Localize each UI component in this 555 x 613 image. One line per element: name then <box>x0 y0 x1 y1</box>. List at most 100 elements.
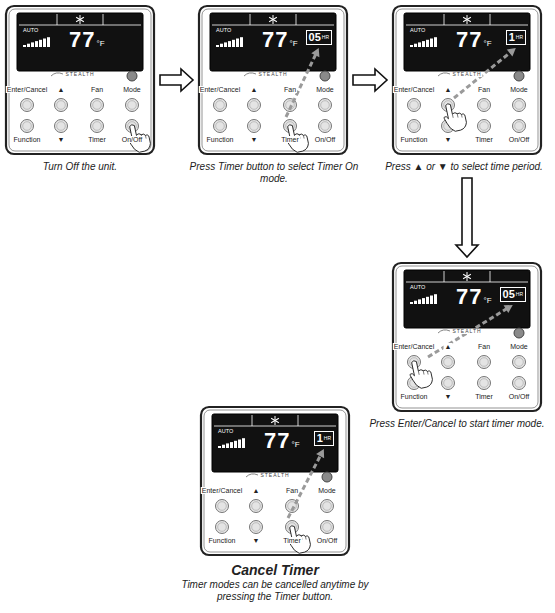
button-rim <box>323 502 332 511</box>
unit-text: °F <box>483 297 491 305</box>
button-rim <box>252 523 261 532</box>
function-button-label: Function <box>400 136 429 143</box>
display-screen <box>212 414 338 472</box>
display-divider <box>19 25 141 26</box>
button-rim <box>480 122 489 131</box>
down-button-label: ▼ <box>57 136 66 143</box>
pointing-hand <box>407 358 433 390</box>
fan-button-label: Fan <box>477 86 491 93</box>
panel-frame <box>393 263 541 411</box>
button-rim <box>321 101 330 110</box>
flow-arrow <box>353 69 387 91</box>
button-rim <box>250 101 259 110</box>
button-rim <box>218 523 227 532</box>
button-rim <box>23 122 32 131</box>
fan-speed-bar <box>418 42 421 47</box>
button <box>216 500 229 513</box>
display-divider <box>490 271 491 282</box>
power-button-label: On/Off <box>121 136 144 143</box>
button <box>55 120 68 133</box>
function-button-label: Function <box>400 393 429 400</box>
pointer-arrow-head <box>504 305 513 313</box>
panel-frame <box>201 407 349 555</box>
mode-button-label: Mode <box>315 86 335 93</box>
pointer-arrow-head <box>316 449 324 458</box>
fan-speed-bar <box>410 45 413 47</box>
lcd-display: 05HRAUTO77°F <box>404 270 530 328</box>
button <box>513 99 526 112</box>
button <box>408 120 421 133</box>
mode-button-label: Mode <box>509 343 529 350</box>
display-divider <box>296 14 297 25</box>
unit-text: °F <box>289 40 297 48</box>
button <box>216 521 229 534</box>
up-button-label: ▲ <box>250 86 259 93</box>
timer-box: 1HR <box>506 30 526 45</box>
button-rim <box>515 101 524 110</box>
fan-speed-bar <box>426 297 429 304</box>
remote-panel: 05HRAUTO77°FPress Timer button to select… <box>198 5 348 155</box>
temperature-value: 77 <box>69 29 95 51</box>
caption-block: Cancel TimerTimer modes can be cancelled… <box>175 562 375 603</box>
fan-speed-bar <box>414 44 417 47</box>
pointer-arrow-head <box>311 48 319 57</box>
fan-speed-bar <box>228 41 231 47</box>
unit-text: °F <box>96 40 104 48</box>
caption-heading: Cancel Timer <box>175 562 375 579</box>
fan-speed-bar <box>35 41 38 47</box>
enter-button-label: Enter/Cancel <box>393 86 435 93</box>
brand-swoosh <box>438 73 450 76</box>
caption-block: Press ▲ or ▼ to select time period. <box>376 161 552 173</box>
remote-panel: 05HRAUTO77°FPress Enter/Cancel to start … <box>392 262 542 412</box>
button <box>250 521 263 534</box>
enter-button-label: Enter/Cancel <box>393 343 435 350</box>
temperature-value: 77 <box>456 286 482 308</box>
display-divider <box>252 415 253 426</box>
button-rim <box>410 122 419 131</box>
brand-logo: STEALTH <box>451 72 482 77</box>
button <box>248 120 261 133</box>
display-divider <box>57 14 58 25</box>
fan-speed-bar <box>240 37 243 47</box>
pointer-arrow-head <box>507 48 516 57</box>
button-rim <box>128 101 137 110</box>
temperature-value: 77 <box>262 29 288 51</box>
fan-speed-bar <box>47 37 50 47</box>
button <box>319 120 332 133</box>
display-divider <box>444 14 445 25</box>
display-divider <box>490 14 491 25</box>
button <box>478 377 491 390</box>
remote-panel: 1HRAUTO77°FPress ▲ or ▼ to select time p… <box>392 5 542 155</box>
snowflake-icon <box>463 15 471 24</box>
fan-button-label: Fan <box>477 343 491 350</box>
timer-button-label: Timer <box>282 537 302 544</box>
brand-logo: STEALTH <box>451 329 482 334</box>
caption: Press Enter/Cancel to start timer mode. <box>366 418 548 430</box>
fan-speed-bar <box>232 40 235 47</box>
pointer-arrow-line <box>428 308 508 357</box>
display-divider <box>250 14 251 25</box>
display-divider <box>406 282 528 283</box>
function-button-label: Function <box>206 136 235 143</box>
panel-frame <box>199 6 347 154</box>
display-divider <box>212 25 334 26</box>
button <box>513 377 526 390</box>
button-rim <box>444 379 453 388</box>
fan-speed-bar <box>234 441 237 448</box>
mode-text: AUTO <box>218 429 233 435</box>
panel-inner-frame <box>396 9 538 151</box>
button-rim <box>480 358 489 367</box>
button <box>321 521 334 534</box>
brand-swoosh <box>246 474 258 477</box>
up-button-label: ▲ <box>252 487 261 494</box>
mode-text: AUTO <box>216 28 231 34</box>
fan-speed-bar <box>230 442 233 448</box>
mode-text: AUTO <box>23 28 38 34</box>
fan-speed-bar <box>430 296 433 305</box>
mode-text: AUTO <box>410 285 425 291</box>
power-button-label: On/Off <box>316 537 339 544</box>
fan-speed-bar <box>430 39 433 48</box>
button-rim <box>444 358 453 367</box>
fan-speed-bar <box>226 443 229 448</box>
panel-frame <box>393 6 541 154</box>
